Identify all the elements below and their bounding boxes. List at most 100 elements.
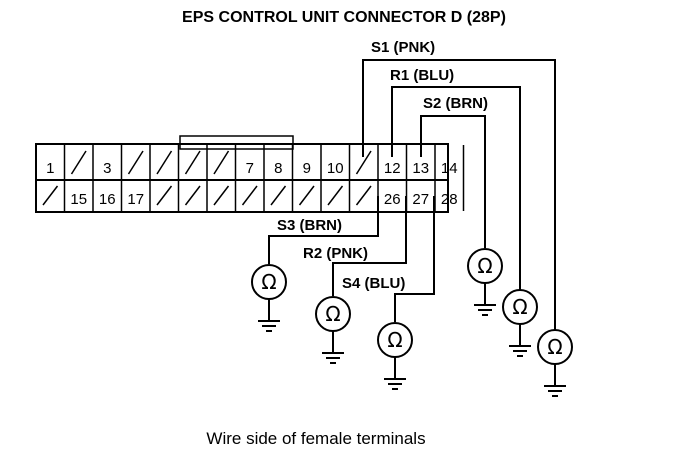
ground-icon (384, 357, 406, 390)
ohmmeter-s1: Ω (537, 329, 573, 397)
bottom_row-cell-4: 17 (120, 180, 144, 211)
top_row-cell-14: 13 (405, 145, 429, 180)
bottom_row-cell-7 (206, 180, 230, 211)
pin-number: 1 (46, 160, 54, 177)
ohm-symbol: Ω (387, 328, 402, 352)
ohm-symbol: Ω (325, 302, 340, 326)
top_row-cell-13: 12 (377, 145, 401, 180)
wire-s1: S1 (PNK) (362, 39, 556, 330)
wire-r2-line (332, 196, 407, 296)
wire-r1-label: R1 (BLU) (390, 67, 454, 84)
unused-cavity-slash (184, 185, 201, 206)
ohmmeter-r2: Ω (315, 296, 351, 364)
pin-number: 27 (412, 191, 429, 208)
wire-s3: S3 (BRN) (268, 196, 379, 264)
pin-number: 10 (327, 160, 344, 177)
pin-number: 7 (246, 160, 254, 177)
ohmmeter-s4: Ω (377, 322, 413, 390)
top_row-cell-6 (177, 145, 201, 180)
top_row-cell-4 (120, 145, 144, 180)
unused-cavity-slash (355, 150, 372, 175)
unused-cavity-slash (156, 150, 173, 175)
wire-s3-line (268, 196, 379, 264)
pin-number: 14 (441, 160, 458, 177)
top_row-cell-15: 14 (434, 145, 458, 180)
top_row-cell-12 (348, 145, 372, 180)
ground-icon (509, 324, 531, 357)
ground-icon (322, 331, 344, 364)
bottom_row-cell-9 (263, 180, 287, 211)
wire-s4: S4 (BLU) (342, 196, 435, 322)
wire-r1: R1 (BLU) (390, 67, 521, 290)
pin-number: 15 (70, 191, 87, 208)
diagram-caption: Wire side of female terminals (206, 429, 425, 448)
pin-number: 8 (274, 160, 282, 177)
ohm-symbol: Ω (477, 254, 492, 278)
pin-number: 3 (103, 160, 111, 177)
bottom_row-cell-8 (234, 180, 258, 211)
top_row-cell-9: 8 (263, 145, 282, 180)
unused-cavity-slash (213, 150, 230, 175)
ohmmeter-r1: Ω (502, 289, 538, 357)
top_row-cell-3: 3 (92, 145, 111, 180)
pin-number: 9 (303, 160, 311, 177)
wire-s1-label: S1 (PNK) (371, 39, 435, 56)
ohmmeter-s2: Ω (467, 248, 503, 316)
connector-outline (35, 143, 449, 213)
wire-s4-label: S4 (BLU) (342, 275, 405, 292)
top_row-cell-8: 7 (234, 145, 254, 180)
bottom_row-cell-13: 26 (377, 180, 401, 211)
pin-number: 13 (412, 160, 429, 177)
bottom_row-cell-11 (320, 180, 344, 211)
top_row-cell-1: 1 (46, 160, 54, 177)
unused-cavity-slash (70, 150, 87, 175)
bottom_row-cell-15: 28 (434, 180, 458, 211)
ground-icon (544, 364, 566, 397)
bottom_row-cell-14: 27 (405, 180, 429, 211)
wire-s3-label: S3 (BRN) (277, 217, 342, 234)
unused-cavity-slash (213, 185, 230, 206)
top_row-cell-2 (63, 145, 87, 180)
wire-r2-label: R2 (PNK) (303, 245, 368, 262)
connector-bottom-row: 15 16 17 26 27 28 (42, 180, 465, 211)
pin-number: 17 (127, 191, 144, 208)
bottom_row-cell-2: 15 (63, 180, 87, 211)
unused-cavity-slash (156, 185, 173, 206)
unused-cavity-slash (184, 150, 201, 175)
bottom_row-cell-1 (42, 185, 59, 206)
pin-number: 28 (441, 191, 458, 208)
top_row-cell-5 (149, 145, 173, 180)
unused-cavity-slash (270, 185, 287, 206)
ohm-symbol: Ω (512, 295, 527, 319)
diagram-title: EPS CONTROL UNIT CONNECTOR D (28P) (182, 9, 506, 26)
wire-r2: R2 (PNK) (303, 196, 407, 296)
wire-s2-label: S2 (BRN) (423, 95, 488, 112)
wire-s4-line (394, 196, 435, 322)
pin-number: 12 (384, 160, 401, 177)
top_row-cell-10: 9 (291, 145, 311, 180)
unused-cavity-slash (127, 150, 144, 175)
bottom_row-cell-10 (291, 180, 315, 211)
bottom_row-cell-6 (177, 180, 201, 211)
bottom_row-cell-3: 16 (92, 180, 116, 211)
wire-s2-line (420, 115, 486, 248)
wire-r1-line (391, 86, 521, 290)
ohm-symbol: Ω (547, 335, 562, 359)
unused-cavity-slash (298, 185, 315, 206)
pin-number: 26 (384, 191, 401, 208)
unused-cavity-slash (241, 185, 258, 206)
ground-icon (258, 299, 280, 332)
ohm-symbol: Ω (261, 270, 276, 294)
unused-cavity-slash (42, 185, 59, 206)
bottom_row-cell-12 (348, 180, 372, 211)
wire-s2: S2 (BRN) (420, 95, 488, 248)
top_row-cell-11: 10 (320, 145, 344, 180)
bottom_row-cell-5 (149, 180, 173, 211)
top_row-cell-7 (206, 145, 230, 180)
wire-s1-line (362, 59, 556, 330)
pin-number: 16 (99, 191, 116, 208)
